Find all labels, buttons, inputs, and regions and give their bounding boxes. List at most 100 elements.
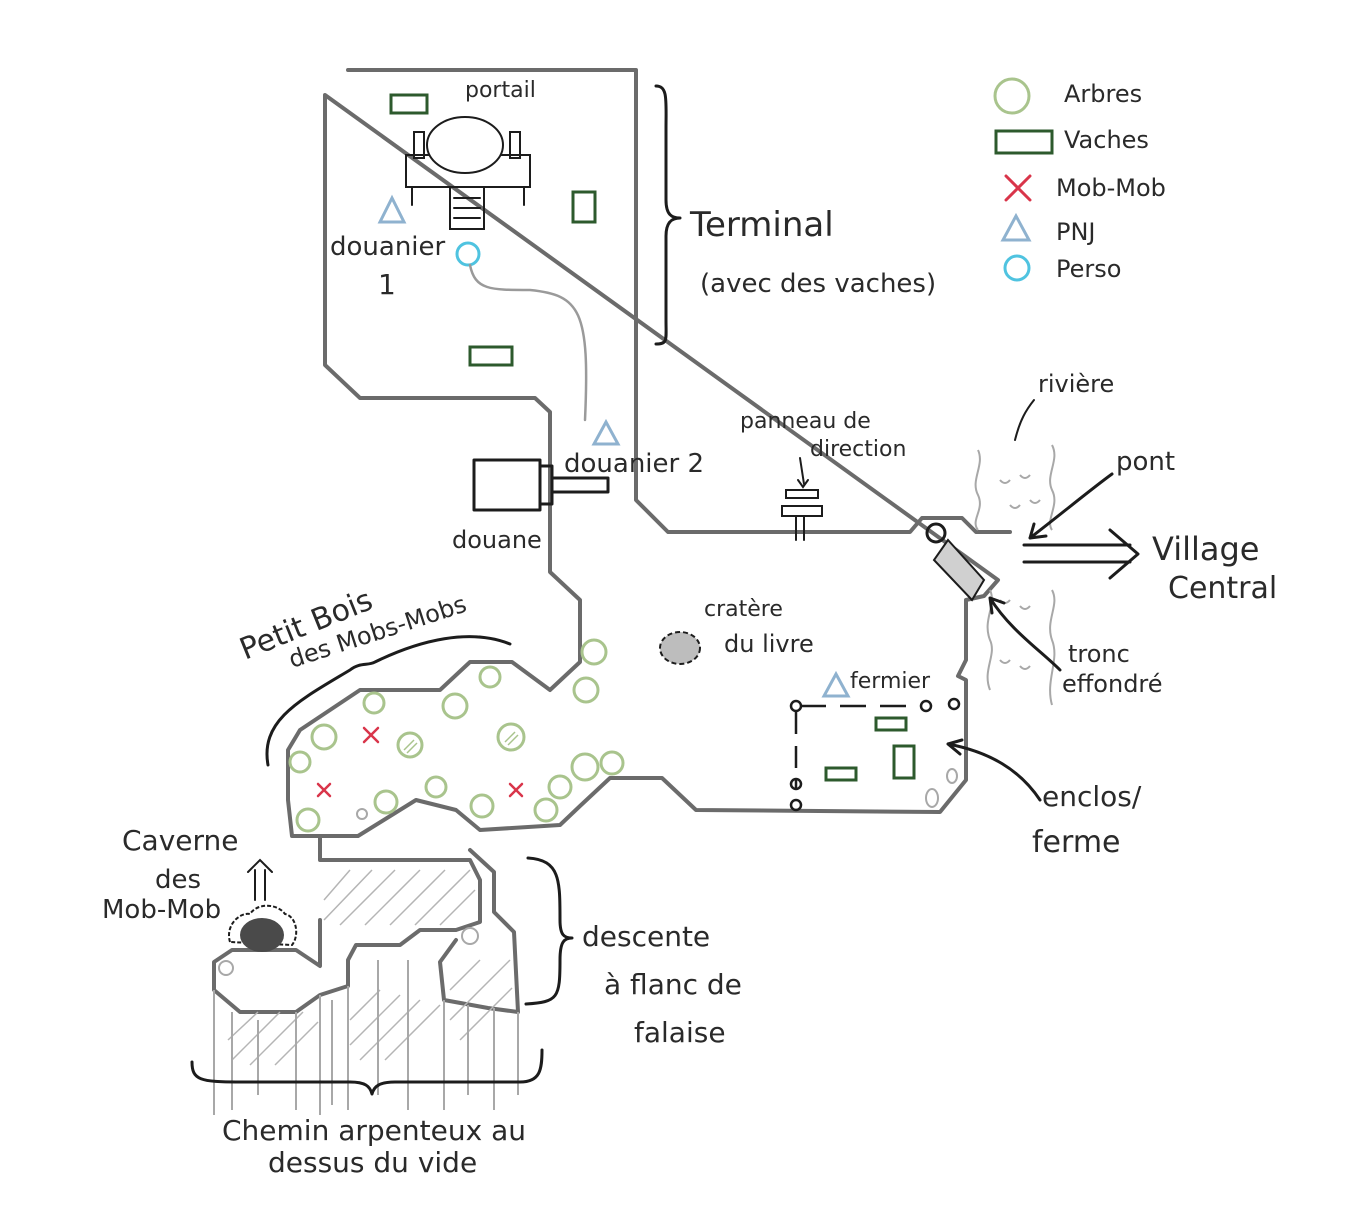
farm-fence xyxy=(789,697,961,812)
legend-label-npc: PNJ xyxy=(1056,218,1096,246)
tree-marker xyxy=(533,797,559,823)
customs-booth-icon xyxy=(472,458,610,512)
tronc-arrow xyxy=(988,596,1062,672)
cow-marker xyxy=(389,93,429,115)
legend-label-trees: Arbres xyxy=(1064,80,1142,108)
tree-icon xyxy=(993,77,1031,115)
terminal-brace xyxy=(654,84,682,346)
cliff-rock xyxy=(218,960,234,976)
terminal-label: Terminal xyxy=(689,205,834,245)
river-icon xyxy=(974,444,1056,706)
npc-marker xyxy=(591,418,621,446)
panneau-label-1: panneau de xyxy=(740,409,871,434)
enclos-arrow xyxy=(946,738,1042,802)
tronc-label-1: tronc xyxy=(1068,640,1130,668)
cratere-label-1: cratère xyxy=(704,597,783,622)
tree-marker xyxy=(396,731,424,759)
tree-marker xyxy=(547,774,573,800)
pont-arrow xyxy=(1028,472,1114,540)
tree-marker xyxy=(373,789,399,815)
douanier1-label: douanier xyxy=(330,232,446,262)
cave-entrance-icon xyxy=(228,904,298,952)
player-icon xyxy=(1003,254,1031,282)
mobs xyxy=(316,726,524,798)
terminal-sub-label: (avec des vaches) xyxy=(700,269,936,299)
cratere-label-2: du livre xyxy=(724,630,814,658)
tree-hatch xyxy=(403,731,519,754)
mob-marker xyxy=(362,726,380,744)
caverne-label-2: des xyxy=(155,865,201,895)
caverne-label-1: Caverne xyxy=(122,824,239,857)
douanier1-number: 1 xyxy=(378,268,396,301)
tree-marker xyxy=(580,638,608,666)
riviere-arrow xyxy=(1014,399,1035,441)
trees xyxy=(288,638,625,833)
descente-label-3: falaise xyxy=(634,1016,726,1049)
tronc-label-2: effondré xyxy=(1062,670,1163,698)
farm-rocks xyxy=(925,768,958,808)
mob-marker xyxy=(508,782,524,798)
legend-label-cows: Vaches xyxy=(1064,126,1149,154)
signpost-icon xyxy=(781,457,823,541)
cliff-lines xyxy=(213,960,519,1115)
tree-marker xyxy=(424,775,448,799)
descent-wall xyxy=(212,834,482,1014)
tree-marker xyxy=(599,750,625,776)
chemin-label-2: dessus du vide xyxy=(268,1146,477,1179)
cow-marker xyxy=(874,716,908,732)
douane-label: douane xyxy=(452,526,542,554)
npc-marker xyxy=(377,194,407,224)
portal-icon xyxy=(405,116,531,230)
tree-marker xyxy=(572,676,600,704)
player-path xyxy=(468,263,588,422)
tree-marker xyxy=(496,722,526,752)
tree-marker xyxy=(478,665,502,689)
cliff-rock xyxy=(461,927,479,945)
village-label-1: Village xyxy=(1152,530,1259,568)
cow-marker xyxy=(892,744,916,780)
descente-brace xyxy=(524,856,574,1006)
cliff-hatching xyxy=(227,869,513,1066)
cave-arrow-icon xyxy=(247,858,273,901)
tree-marker xyxy=(469,793,495,819)
tree-marker xyxy=(310,723,338,751)
tree-marker xyxy=(295,807,321,833)
mob-icon xyxy=(1004,174,1032,202)
enclos-label-2: ferme xyxy=(1032,825,1121,860)
cow-marker xyxy=(571,190,597,224)
descente-label-2: à flanc de xyxy=(604,968,742,1001)
mob-marker xyxy=(316,782,332,798)
village-arrow-icon xyxy=(1022,528,1140,580)
fallen-trunk-icon xyxy=(925,522,986,602)
village-label-2: Central xyxy=(1168,571,1277,606)
cliff-rock xyxy=(356,808,368,820)
tree-marker xyxy=(288,750,312,774)
chemin-brace xyxy=(190,1048,544,1096)
panneau-label-2: direction xyxy=(810,437,906,462)
douanier2-label: douanier 2 xyxy=(564,449,704,479)
fermier-label: fermier xyxy=(850,669,931,694)
petit-bois-brace xyxy=(265,635,512,767)
cow-icon xyxy=(994,129,1054,155)
legend-label-mobs: Mob-Mob xyxy=(1056,174,1166,202)
crater-icon xyxy=(659,631,701,665)
chemin-label-1: Chemin arpenteux au xyxy=(222,1114,526,1147)
npc-marker xyxy=(821,670,851,698)
descente-label-1: descente xyxy=(582,920,710,953)
legend: Arbres Vaches Mob-Mob PNJ Perso xyxy=(993,77,1166,283)
pont-label: pont xyxy=(1116,447,1175,477)
player-marker xyxy=(455,241,481,267)
riviere-label: rivière xyxy=(1038,370,1114,398)
enclos-label-1: enclos/ xyxy=(1042,780,1142,813)
cow-marker xyxy=(468,345,514,367)
caverne-label-3: Mob-Mob xyxy=(102,895,221,925)
terminal-wall xyxy=(286,68,1012,838)
npc-icon xyxy=(1000,212,1032,242)
tree-marker xyxy=(570,752,600,782)
legend-label-player: Perso xyxy=(1056,255,1121,283)
cow-marker xyxy=(824,766,858,782)
tree-marker xyxy=(362,691,386,715)
portail-label: portail xyxy=(465,78,536,103)
tree-marker xyxy=(441,692,469,720)
